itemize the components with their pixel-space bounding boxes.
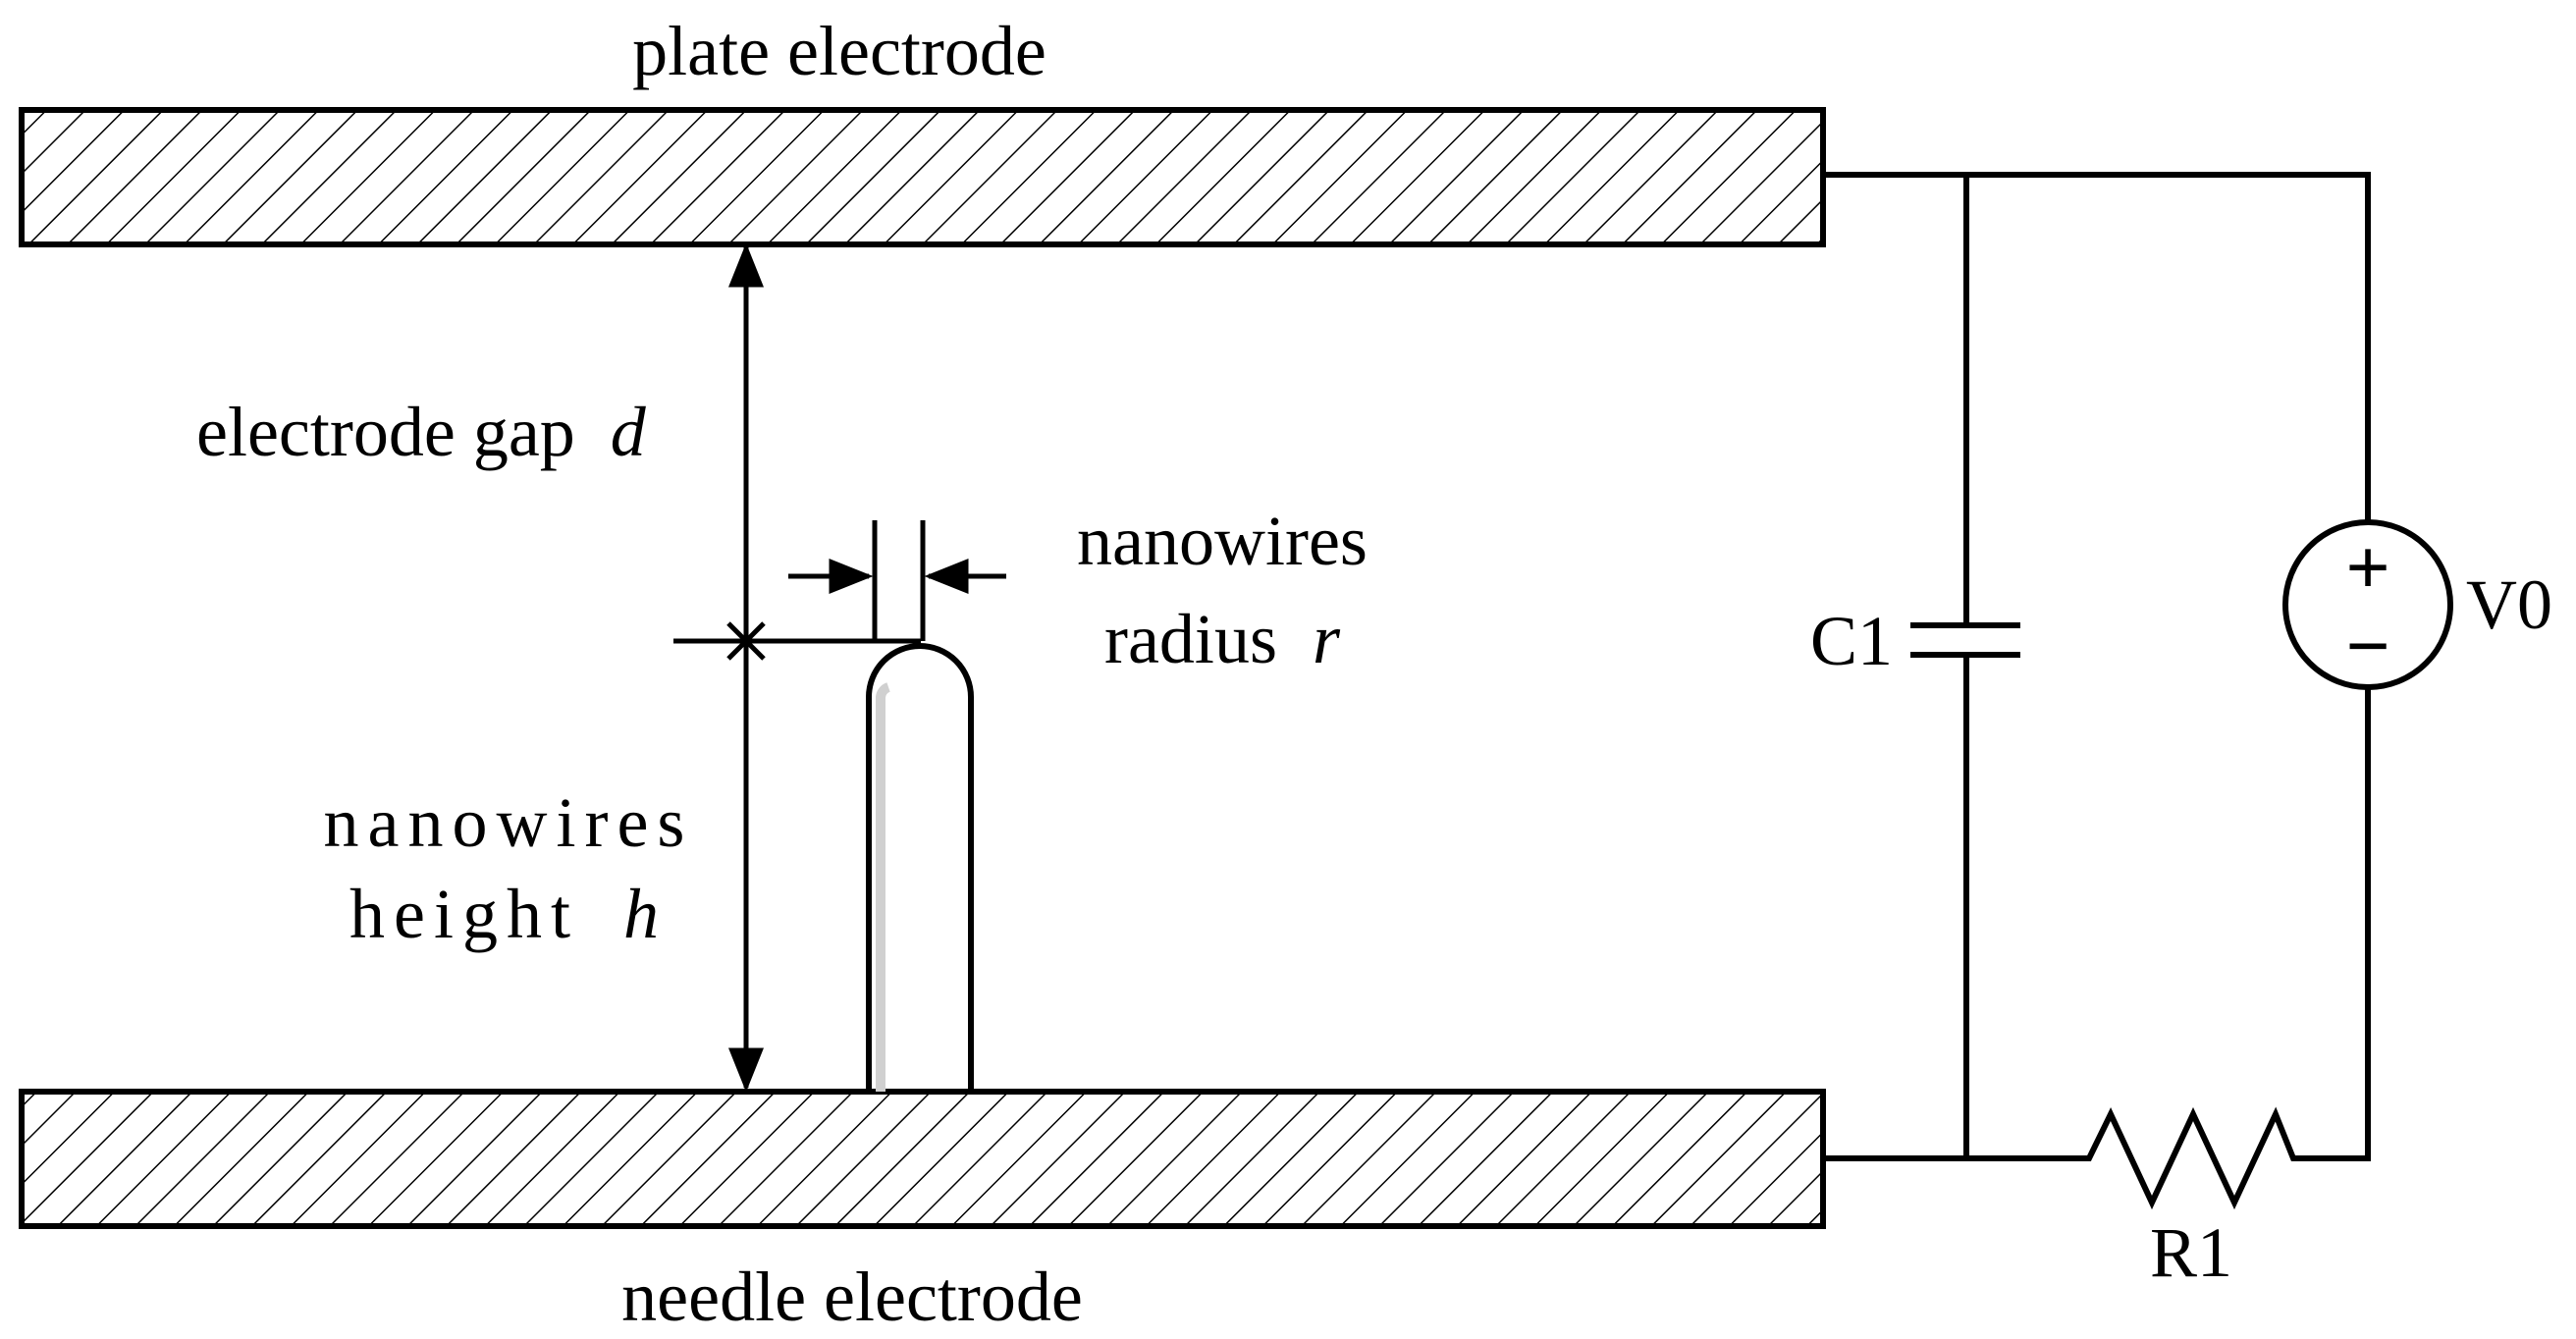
electrode-gap-text: electrode gap: [196, 393, 575, 471]
nanowire-radius-dimension: [788, 520, 1006, 641]
capacitor-c1-label: C1: [1810, 602, 1893, 680]
voltage-source-v0-label: V0: [2466, 565, 2552, 644]
plate-electrode: [19, 107, 1826, 247]
nanowire: [866, 643, 974, 1092]
nanowire-height-reference: [673, 621, 921, 661]
electrode-gap-symbol: d: [611, 393, 647, 471]
needle-electrode: [19, 1089, 1826, 1229]
nanowire-height-label-line1: nanowires: [324, 783, 694, 862]
nanowire-radius-label-line1: nanowires: [1077, 502, 1368, 580]
nanowire-height-label-line2: height h: [349, 875, 668, 953]
nanowire-height-symbol: h: [623, 875, 668, 953]
plate-electrode-label: plate electrode: [632, 12, 1046, 90]
circuit-wires: [1823, 172, 2371, 1161]
nanowire-radius-symbol: r: [1313, 600, 1341, 678]
nanowire-radius-label-line2: radius r: [1104, 600, 1341, 678]
needle-electrode-label: needle electrode: [621, 1258, 1083, 1336]
resistor-r1-label: R1: [2150, 1213, 2232, 1292]
voltage-source-v0: + −: [2282, 519, 2453, 690]
nanowire-height-text: height: [349, 875, 579, 953]
capacitor-c1: [1910, 622, 2020, 658]
resistor-r1: [2075, 1106, 2305, 1210]
nanowire-radius-text: radius: [1104, 600, 1277, 678]
electrode-gap-label: electrode gap d: [196, 393, 647, 471]
voltage-source-minus-sign: −: [2345, 604, 2390, 690]
voltage-source-plus-sign: +: [2345, 525, 2390, 612]
